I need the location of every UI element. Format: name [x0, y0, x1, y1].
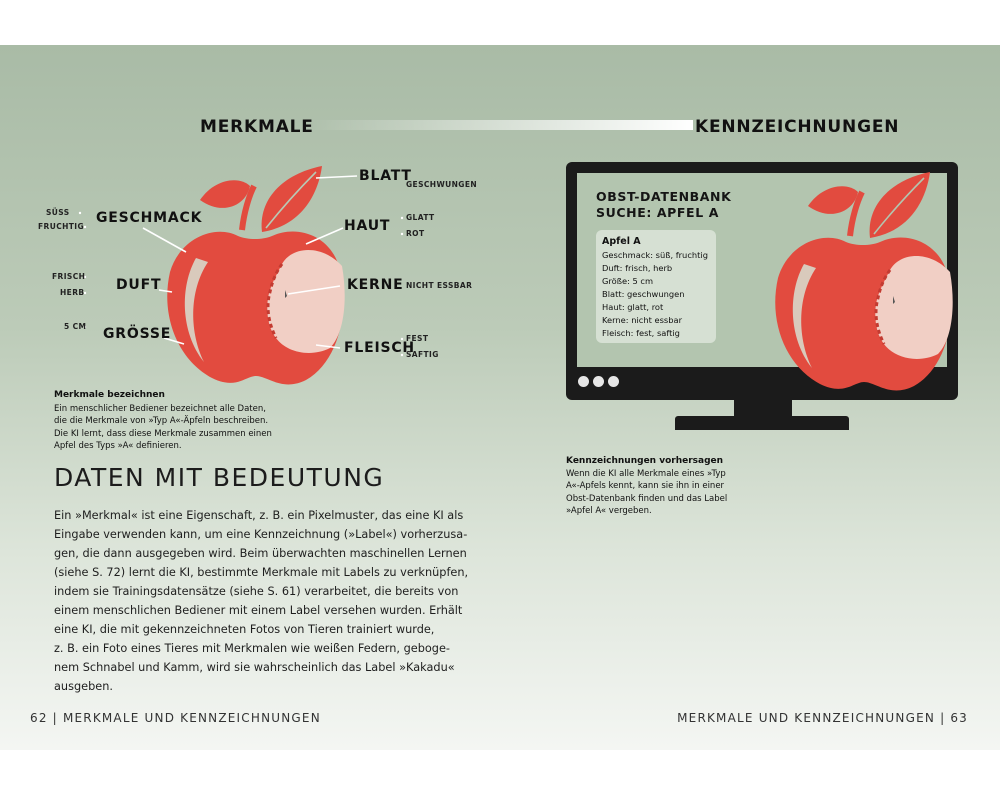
- value-fruchtig: FRUCHTIG: [38, 222, 85, 231]
- value-saftig: SAFTIG: [406, 350, 439, 359]
- body-line: Eingabe verwenden kann, um eine Kennzeic…: [54, 528, 468, 541]
- caption-left-line: Die KI lernt, dass diese Merkmale zusamm…: [54, 428, 272, 439]
- caption-right-title: Kennzeichnungen vorhersagen: [566, 456, 724, 466]
- body-line: einem menschlichen Bediener mit einem La…: [54, 604, 463, 617]
- monitor-dot-1: [578, 376, 589, 387]
- body-line: nem Schnabel und Kamm, wird sie wahrsche…: [54, 661, 455, 674]
- body-line: gen, die dann ausgegeben wird. Beim über…: [54, 547, 467, 560]
- caption-left-title: Merkmale bezeichnen: [54, 390, 165, 400]
- label-fleisch: FLEISCH: [344, 340, 415, 356]
- label-duft: DUFT: [116, 277, 162, 293]
- footer-left: 62 | MERKMALE UND KENNZEICHNUNGEN: [30, 711, 321, 725]
- body-line: Ein »Merkmal« ist eine Eigenschaft, z. B…: [54, 509, 464, 522]
- caption-right-line: Obst-Datenbank finden und das Label: [566, 493, 728, 504]
- label-kerne: KERNE: [347, 277, 404, 293]
- caption-left-line: Apfel des Typs »A« definieren.: [54, 441, 182, 452]
- label-haut: HAUT: [344, 218, 391, 234]
- result-card-line: Haut: glatt, rot: [602, 302, 664, 312]
- result-card-line: Größe: 5 cm: [602, 276, 654, 286]
- value-herb: HERB: [60, 288, 85, 297]
- value-rot: ROT: [406, 229, 425, 238]
- caption-left-text: Ein menschlicher Bediener bezeichnet all…: [54, 403, 272, 453]
- value-glatt: GLATT: [406, 213, 435, 222]
- apple-icon: [775, 172, 953, 391]
- footer-right: MERKMALE UND KENNZEICHNUNGEN | 63: [677, 711, 968, 725]
- monitor-dot-2: [593, 376, 604, 387]
- value-frisch: FRISCH: [52, 272, 86, 281]
- connector-dots: [78, 211, 404, 357]
- caption-left-line: die die Merkmale von »Typ A«-Äpfeln besc…: [54, 416, 269, 427]
- section-title: DATEN MIT BEDEUTUNG: [54, 463, 385, 492]
- body-line: z. B. ein Foto eines Tieres mit Merkmale…: [54, 642, 450, 655]
- result-card-title: Apfel A: [602, 236, 641, 247]
- screen-title-search: SUCHE: APFEL A: [596, 205, 719, 220]
- result-card-line: Geschmack: süß, fruchtig: [602, 250, 708, 260]
- caption-left-line: Ein menschlicher Bediener bezeichnet all…: [54, 404, 266, 414]
- monitor-stand: [734, 400, 792, 418]
- monitor-foot: [675, 416, 849, 430]
- caption-right-line: Wenn die KI alle Merkmale eines »Typ: [566, 469, 726, 479]
- screen-title-database: OBST-DATENBANK: [596, 189, 732, 204]
- body-line: indem sie Trainingsdatensätze (siehe S. …: [54, 585, 459, 598]
- value-geschwungen: GESCHWUNGEN: [406, 180, 478, 189]
- result-card-line: Fleisch: fest, saftig: [602, 328, 680, 338]
- body-line: eine KI, die mit gekennzeichneten Fotos …: [54, 623, 435, 636]
- caption-right-line: »Apfel A« vergeben.: [566, 506, 652, 517]
- label-geschmack: GESCHMACK: [96, 210, 203, 226]
- header-merkmale: MERKMALE: [200, 117, 314, 137]
- header-gradient-bar: [305, 120, 693, 130]
- header-kennzeichnungen: KENNZEICHNUNGEN: [695, 117, 900, 137]
- result-card[interactable]: [596, 230, 716, 343]
- body-line: ausgeben.: [54, 680, 113, 693]
- value-suess: SÜSS: [46, 208, 70, 217]
- section-body: Ein »Merkmal« ist eine Eigenschaft, z. B…: [54, 506, 474, 696]
- caption-right-text: Wenn die KI alle Merkmale eines »Typ A«-…: [566, 468, 727, 518]
- body-line: (siehe S. 72) lernt die KI, bestimmte Me…: [54, 566, 469, 579]
- result-card-line: Duft: frisch, herb: [602, 263, 673, 273]
- bottom-margin: [0, 750, 1000, 800]
- connector-lines: [142, 175, 358, 349]
- value-nicht-essbar: NICHT ESSBAR: [406, 281, 473, 290]
- top-margin: [0, 0, 1000, 45]
- result-card-line: Blatt: geschwungen: [602, 289, 685, 299]
- label-blatt: BLATT: [359, 168, 412, 184]
- result-card-line: Kerne: nicht essbar: [602, 315, 682, 325]
- apple-icon: [167, 166, 345, 385]
- label-groesse: GRÖSSE: [103, 326, 172, 342]
- value-5cm: 5 CM: [64, 322, 87, 331]
- caption-right-line: A«-Apfels kennt, kann sie ihn in einer: [566, 481, 725, 492]
- monitor-dot-3: [608, 376, 619, 387]
- value-fest: FEST: [406, 334, 429, 343]
